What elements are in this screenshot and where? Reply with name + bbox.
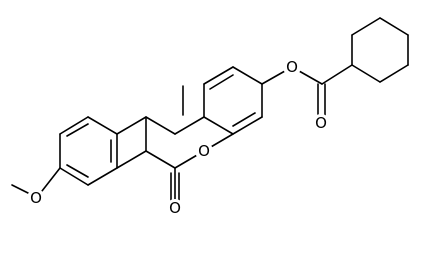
bond <box>203 116 234 135</box>
atom-layer: O O O O O <box>27 58 330 217</box>
bond-layer <box>11 17 409 202</box>
bond <box>11 184 31 195</box>
bond <box>116 116 147 135</box>
bond <box>59 116 89 135</box>
bond <box>351 17 381 36</box>
bond <box>174 116 205 135</box>
atom-label: O <box>30 189 42 207</box>
bond <box>87 116 118 135</box>
carbonyl-oxygen-atom: O <box>312 114 330 132</box>
atom-label: O <box>315 114 327 132</box>
bond <box>87 167 118 186</box>
bond <box>116 150 147 169</box>
lactone-carbonyl-oxygen-atom: O <box>166 199 184 217</box>
bond <box>351 64 381 83</box>
bond <box>232 66 263 85</box>
bond <box>203 66 234 85</box>
atom-label: O <box>286 58 298 76</box>
lactone-ring-oxygen-atom: O <box>195 142 213 160</box>
bond <box>232 116 263 135</box>
bond <box>209 74 234 90</box>
bond <box>145 116 176 135</box>
bond <box>66 164 89 178</box>
bond <box>59 167 89 186</box>
bond <box>41 167 61 192</box>
methoxy-oxygen-atom: O <box>27 189 45 207</box>
bond <box>232 112 256 127</box>
atom-label: O <box>169 199 181 217</box>
bond <box>379 64 409 83</box>
ester-oxygen-atom: O <box>283 58 301 76</box>
bond <box>66 123 89 137</box>
atom-label: O <box>198 142 210 160</box>
bond <box>145 150 176 169</box>
bond <box>379 17 409 36</box>
bond <box>321 64 353 85</box>
